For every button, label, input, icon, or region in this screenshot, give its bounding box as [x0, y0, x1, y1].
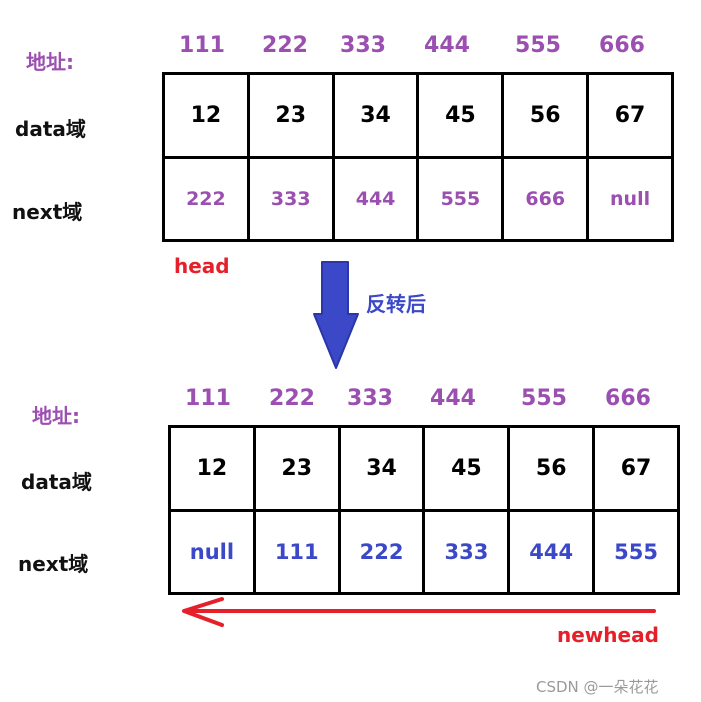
bottom-linked-list-table: 12 23 34 45 56 67 null 111 222 333 444 5… — [168, 425, 680, 595]
bottom-next-cell-4: 333 — [422, 509, 511, 595]
newhead-label: newhead — [557, 623, 659, 647]
top-address-5: 555 — [515, 33, 561, 58]
top-next-cell-6: null — [586, 156, 674, 242]
left-arrow-icon — [182, 597, 656, 627]
bottom-next-label: next域 — [18, 552, 89, 576]
bottom-next-cell-5: 444 — [507, 509, 596, 595]
top-next-cell-4: 555 — [416, 156, 505, 242]
bottom-next-cell-3: 222 — [337, 509, 426, 595]
bottom-data-row: 12 23 34 45 56 67 — [168, 425, 680, 512]
bottom-address-3: 333 — [347, 386, 393, 411]
top-address-6: 666 — [599, 33, 645, 58]
top-next-cell-3: 444 — [331, 156, 420, 242]
top-address-label: 地址: — [26, 50, 74, 74]
bottom-data-label: data域 — [21, 470, 92, 494]
bottom-address-2: 222 — [269, 386, 315, 411]
bottom-data-cell-3: 34 — [337, 425, 426, 512]
top-data-cell-4: 45 — [416, 72, 505, 159]
top-address-2: 222 — [262, 33, 308, 58]
top-data-cell-6: 67 — [586, 72, 674, 159]
bottom-data-cell-6: 67 — [592, 425, 680, 512]
top-data-row: 12 23 34 45 56 67 — [162, 72, 674, 159]
bottom-next-cell-6: 555 — [592, 509, 680, 595]
top-next-row: 222 333 444 555 666 null — [162, 156, 674, 242]
bottom-next-cell-2: 111 — [252, 509, 341, 595]
bottom-address-6: 666 — [605, 386, 651, 411]
top-next-label: next域 — [12, 200, 83, 224]
reversed-label: 反转后 — [366, 292, 426, 316]
top-address-4: 444 — [424, 33, 470, 58]
top-data-label: data域 — [15, 117, 86, 141]
top-data-cell-5: 56 — [501, 72, 590, 159]
top-next-cell-2: 333 — [246, 156, 335, 242]
head-label: head — [174, 254, 230, 278]
bottom-data-cell-1: 12 — [168, 425, 256, 512]
top-data-cell-1: 12 — [162, 72, 250, 159]
bottom-address-label: 地址: — [32, 404, 80, 428]
bottom-data-cell-2: 23 — [252, 425, 341, 512]
top-next-cell-1: 222 — [162, 156, 250, 242]
top-linked-list-table: 12 23 34 45 56 67 222 333 444 555 666 nu… — [162, 72, 674, 242]
top-data-cell-3: 34 — [331, 72, 420, 159]
down-arrow-icon — [313, 261, 359, 369]
bottom-next-cell-1: null — [168, 509, 256, 595]
bottom-address-1: 111 — [185, 386, 231, 411]
bottom-data-cell-4: 45 — [422, 425, 511, 512]
top-address-1: 111 — [179, 33, 225, 58]
bottom-next-row: null 111 222 333 444 555 — [168, 509, 680, 595]
bottom-address-5: 555 — [521, 386, 567, 411]
top-data-cell-2: 23 — [246, 72, 335, 159]
bottom-data-cell-5: 56 — [507, 425, 596, 512]
bottom-address-4: 444 — [430, 386, 476, 411]
top-next-cell-5: 666 — [501, 156, 590, 242]
watermark: CSDN @一朵花花 — [536, 678, 659, 696]
top-address-3: 333 — [340, 33, 386, 58]
